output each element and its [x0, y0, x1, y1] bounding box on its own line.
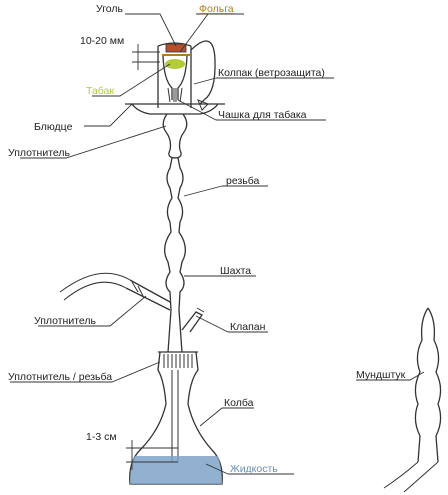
hose	[59, 272, 131, 301]
label-seal-hose: Уплотнитель	[34, 315, 97, 327]
mouthpiece	[414, 307, 442, 463]
liquid	[130, 456, 222, 484]
label-thread: резьба	[226, 175, 260, 187]
label-stem: Шахта	[220, 265, 251, 277]
label-valve: Клапан	[230, 321, 266, 333]
stem-shaft	[164, 157, 186, 353]
hose-port	[125, 279, 171, 311]
label-seal-top: Уплотнитель	[8, 147, 71, 159]
valve	[181, 311, 203, 333]
label-mouthpiece: Мундштук	[356, 369, 406, 381]
vase-neck	[157, 351, 199, 405]
coal-piece	[165, 43, 187, 53]
downstem	[171, 370, 179, 462]
label-foil: Фольга	[199, 3, 234, 15]
label-windcover: Колпак (ветрозащита)	[218, 67, 325, 79]
stem-upper	[162, 113, 188, 159]
label-tobacco: Табак	[86, 85, 114, 97]
label-vase: Колба	[224, 397, 254, 409]
label-seal-thread: Уплотнитель / резьба	[8, 371, 112, 383]
saucer	[125, 103, 225, 115]
gap-dimension	[132, 44, 160, 70]
tobacco-fill	[165, 59, 185, 69]
depth-dimension	[126, 440, 178, 470]
label-depth: 1-3 см	[86, 431, 117, 443]
label-saucer: Блюдце	[34, 121, 73, 133]
label-coal: Уголь	[96, 3, 124, 15]
label-liquid: Жидкость	[230, 463, 278, 475]
label-gap: 10-20 мм	[80, 35, 124, 47]
label-bowl: Чашка для табака	[218, 109, 307, 121]
tobacco-bowl	[162, 55, 188, 100]
